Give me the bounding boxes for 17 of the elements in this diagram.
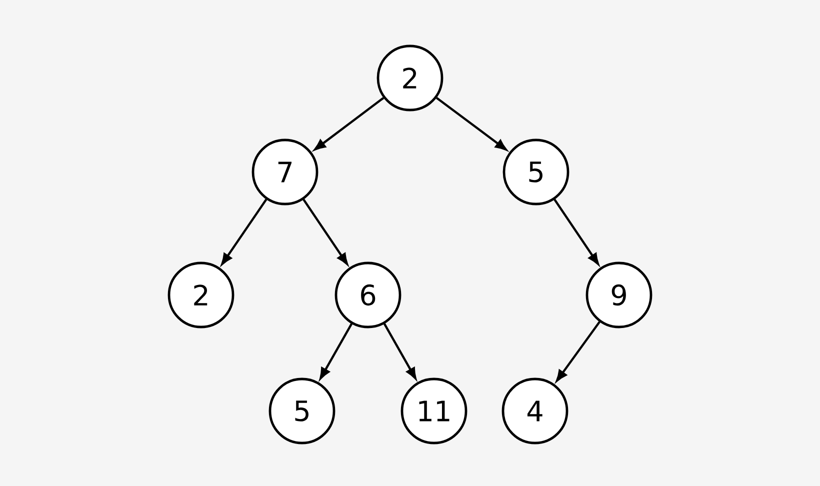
- arrow: [436, 96, 507, 150]
- arrow: [383, 323, 416, 380]
- arrow: [314, 97, 384, 150]
- arrow: [221, 198, 268, 265]
- tree-node: 7: [252, 138, 318, 206]
- arrow: [302, 198, 348, 265]
- tree-node: 4: [502, 378, 568, 444]
- tree-node: 9: [586, 262, 652, 328]
- arrow: [556, 321, 600, 382]
- tree-node: 6: [334, 262, 402, 328]
- tree-node: 5: [268, 378, 336, 444]
- tree-node: 2: [376, 44, 444, 112]
- tree-node: 11: [400, 378, 468, 444]
- arrow: [320, 323, 353, 380]
- arrow: [554, 198, 599, 265]
- tree-node: 2: [168, 262, 234, 328]
- tree-node: 5: [502, 138, 570, 206]
